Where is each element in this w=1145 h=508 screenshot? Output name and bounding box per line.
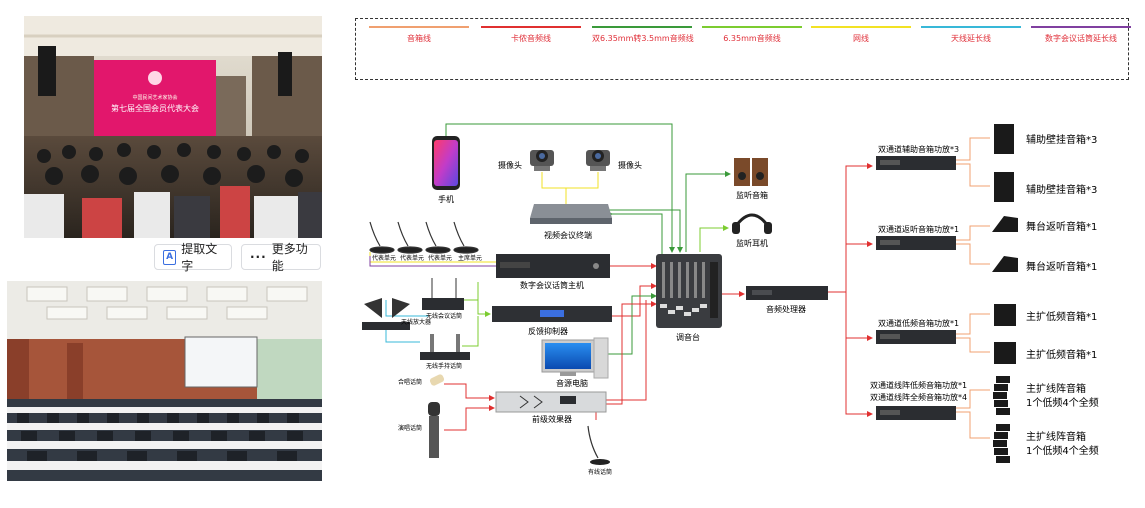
spk4a-label-line2: 1个低频4个全频 [1026,396,1099,409]
vocal-mic-label: 演唱话筒 [398,424,422,432]
amp3-label: 双通道低频音箱功放*1 [878,318,959,328]
legend-dual-jack-cable: 双6.35mm转3.5mm音频线 [592,26,694,44]
banner-line1: 中国民间艺术家协会 [132,94,177,101]
amp1-label: 双通道辅助音箱功放*3 [878,144,959,154]
feedback-suppressor-label: 反馈抑制器 [528,326,568,336]
wired-mic-label: 有线话筒 [588,468,612,476]
legend-speaker-cable: 音箱线 [369,26,469,44]
mic-unit-label-3: 代表单元 [428,254,452,262]
chorus-mic-label: 合唱话筒 [398,378,422,386]
headphone-label: 监听耳机 [736,238,768,248]
conference-host-icon [496,254,610,278]
mixer-label: 调音台 [676,332,700,342]
amplifier-icons [876,156,956,420]
text-scan-icon: A [163,249,177,265]
wireless-handheld-label: 无线手持话筒 [426,362,462,370]
monitor-wedge-icon-1 [992,216,1018,232]
preamp-effects-icon [495,391,607,413]
mic-unit-label-1: 代表单元 [372,254,396,262]
spk1b-label: 辅助壁挂音箱*3 [1026,183,1097,196]
subwoofer-icon-1 [994,304,1016,326]
monitor-speaker-label: 监听音箱 [736,190,768,200]
chorus-mic-icon [429,374,445,386]
camera-label-2: 摄像头 [618,160,642,170]
preamp-effects-label: 前级效果器 [532,414,572,424]
wireless-handheld-icon [420,334,470,360]
spk2b-label: 舞台返听音箱*1 [1026,260,1097,273]
chair-unit-label: 主席单元 [458,254,482,262]
amp4a-label: 双通道线阵低频音箱功放*1 [870,380,967,390]
line-array-icon-2 [993,424,1010,463]
computer-icon [541,337,609,379]
spk2a-label: 舞台返听音箱*1 [1026,220,1097,233]
video-terminal-icon [530,204,612,224]
conference-mic-units [369,221,479,254]
headphone-icon [732,213,772,234]
cable-legend [355,18,1129,80]
feedback-suppressor-icon [492,306,612,322]
extract-text-button[interactable]: A 提取文字 [154,242,232,273]
monitor-speaker-icon [734,158,768,186]
more-functions-label: 更多功能 [271,242,308,273]
conference-hall-photo: 中国民间艺术家协会 第七届全国会员代表大会 [24,16,322,238]
spk3b-label: 主扩低频音箱*1 [1026,348,1097,361]
spk4a-label-line1: 主扩线阵音箱 [1026,382,1086,395]
wireless-conf-mic-icon [422,278,464,310]
amp2-label: 双通道返听音箱功放*1 [878,224,959,234]
camera-icon-1 [530,150,554,171]
wall-speaker-icon-2 [994,172,1014,202]
legend-antenna-cable: 天线延长线 [921,26,1021,44]
banner-line2: 第七届全国会员代表大会 [111,103,199,113]
mixer-icon [656,254,722,328]
processor-icon [746,286,828,300]
wall-speaker-icon-1 [994,124,1014,154]
extract-text-label: 提取文字 [181,242,218,273]
monitor-wedge-icon-2 [992,256,1018,272]
meeting-room-photo [7,281,322,481]
mic-unit-label-2: 代表单元 [400,254,424,262]
more-functions-button[interactable]: ··· 更多功能 [241,242,321,273]
line-array-icon-1 [993,376,1010,415]
spk4b-label-line1: 主扩线阵音箱 [1026,430,1086,443]
wired-mic-icon [587,425,610,465]
spk1a-label: 辅助壁挂音箱*3 [1026,133,1097,146]
legend-conference-mic-cable: 数字会议话筒延长线 [1031,26,1131,44]
amp4b-label: 双通道线阵全频音箱功放*4 [870,392,967,402]
spk3a-label: 主扩低频音箱*1 [1026,310,1097,323]
computer-label: 音源电脑 [556,378,588,388]
vocal-mic-icon [428,402,440,458]
legend-xlr-cable: 卡侬音频线 [481,26,581,44]
subwoofer-icon-2 [994,342,1016,364]
processor-label: 音频处理器 [766,304,806,314]
wireless-conf-mic-label: 无线会议话筒 [426,312,462,320]
phone-label: 手机 [438,194,454,204]
video-terminal-label: 视频会议终端 [544,230,592,240]
conference-host-label: 数字会议话筒主机 [520,280,584,290]
ellipsis-icon: ··· [250,250,267,264]
legend-network-cable: 网线 [811,26,911,44]
antenna-amp-icon [362,298,410,330]
phone-icon [432,136,460,190]
legend-jack-cable: 6.35mm音频线 [702,26,802,44]
camera-label-1: 摄像头 [498,160,522,170]
camera-icon-2 [586,150,610,171]
antenna-amp-label: 天线放大器 [401,318,431,326]
spk4b-label-line2: 1个低频4个全频 [1026,444,1099,457]
